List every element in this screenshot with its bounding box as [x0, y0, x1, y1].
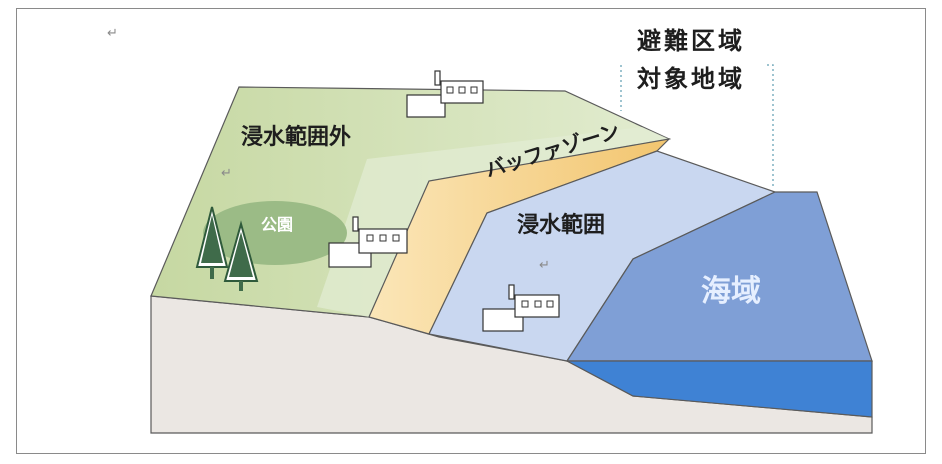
- park-label: 公園: [261, 215, 294, 234]
- sea-area-front: [566, 360, 873, 418]
- tree-icon: [223, 220, 259, 291]
- return-mark-icon: ↵: [539, 258, 550, 273]
- evacuation-callout-bracket-right: [767, 64, 774, 187]
- factory-icon: [482, 284, 560, 332]
- terrain-diagram: [150, 64, 873, 434]
- outside-zone-light-band: [317, 127, 669, 317]
- factory-icon: [406, 70, 484, 118]
- diagram-frame: ↵ ↵ ↵ 避難区域 対象地域 浸水範囲外 公園 バッファゾーン 浸水範囲 海域: [16, 8, 926, 454]
- outside-zone-label: 浸水範囲外: [241, 125, 352, 150]
- evacuation-area-title-line1: 避難区域: [637, 27, 745, 55]
- factory-icon: [328, 216, 408, 268]
- return-mark-icon: ↵: [221, 166, 232, 181]
- return-mark-icon: ↵: [107, 26, 118, 41]
- evacuation-area-title-line2: 対象地域: [637, 65, 745, 93]
- sea-area-label: 海域: [701, 274, 761, 309]
- inundation-zone-label: 浸水範囲: [517, 213, 606, 238]
- tree-icon: [195, 206, 229, 279]
